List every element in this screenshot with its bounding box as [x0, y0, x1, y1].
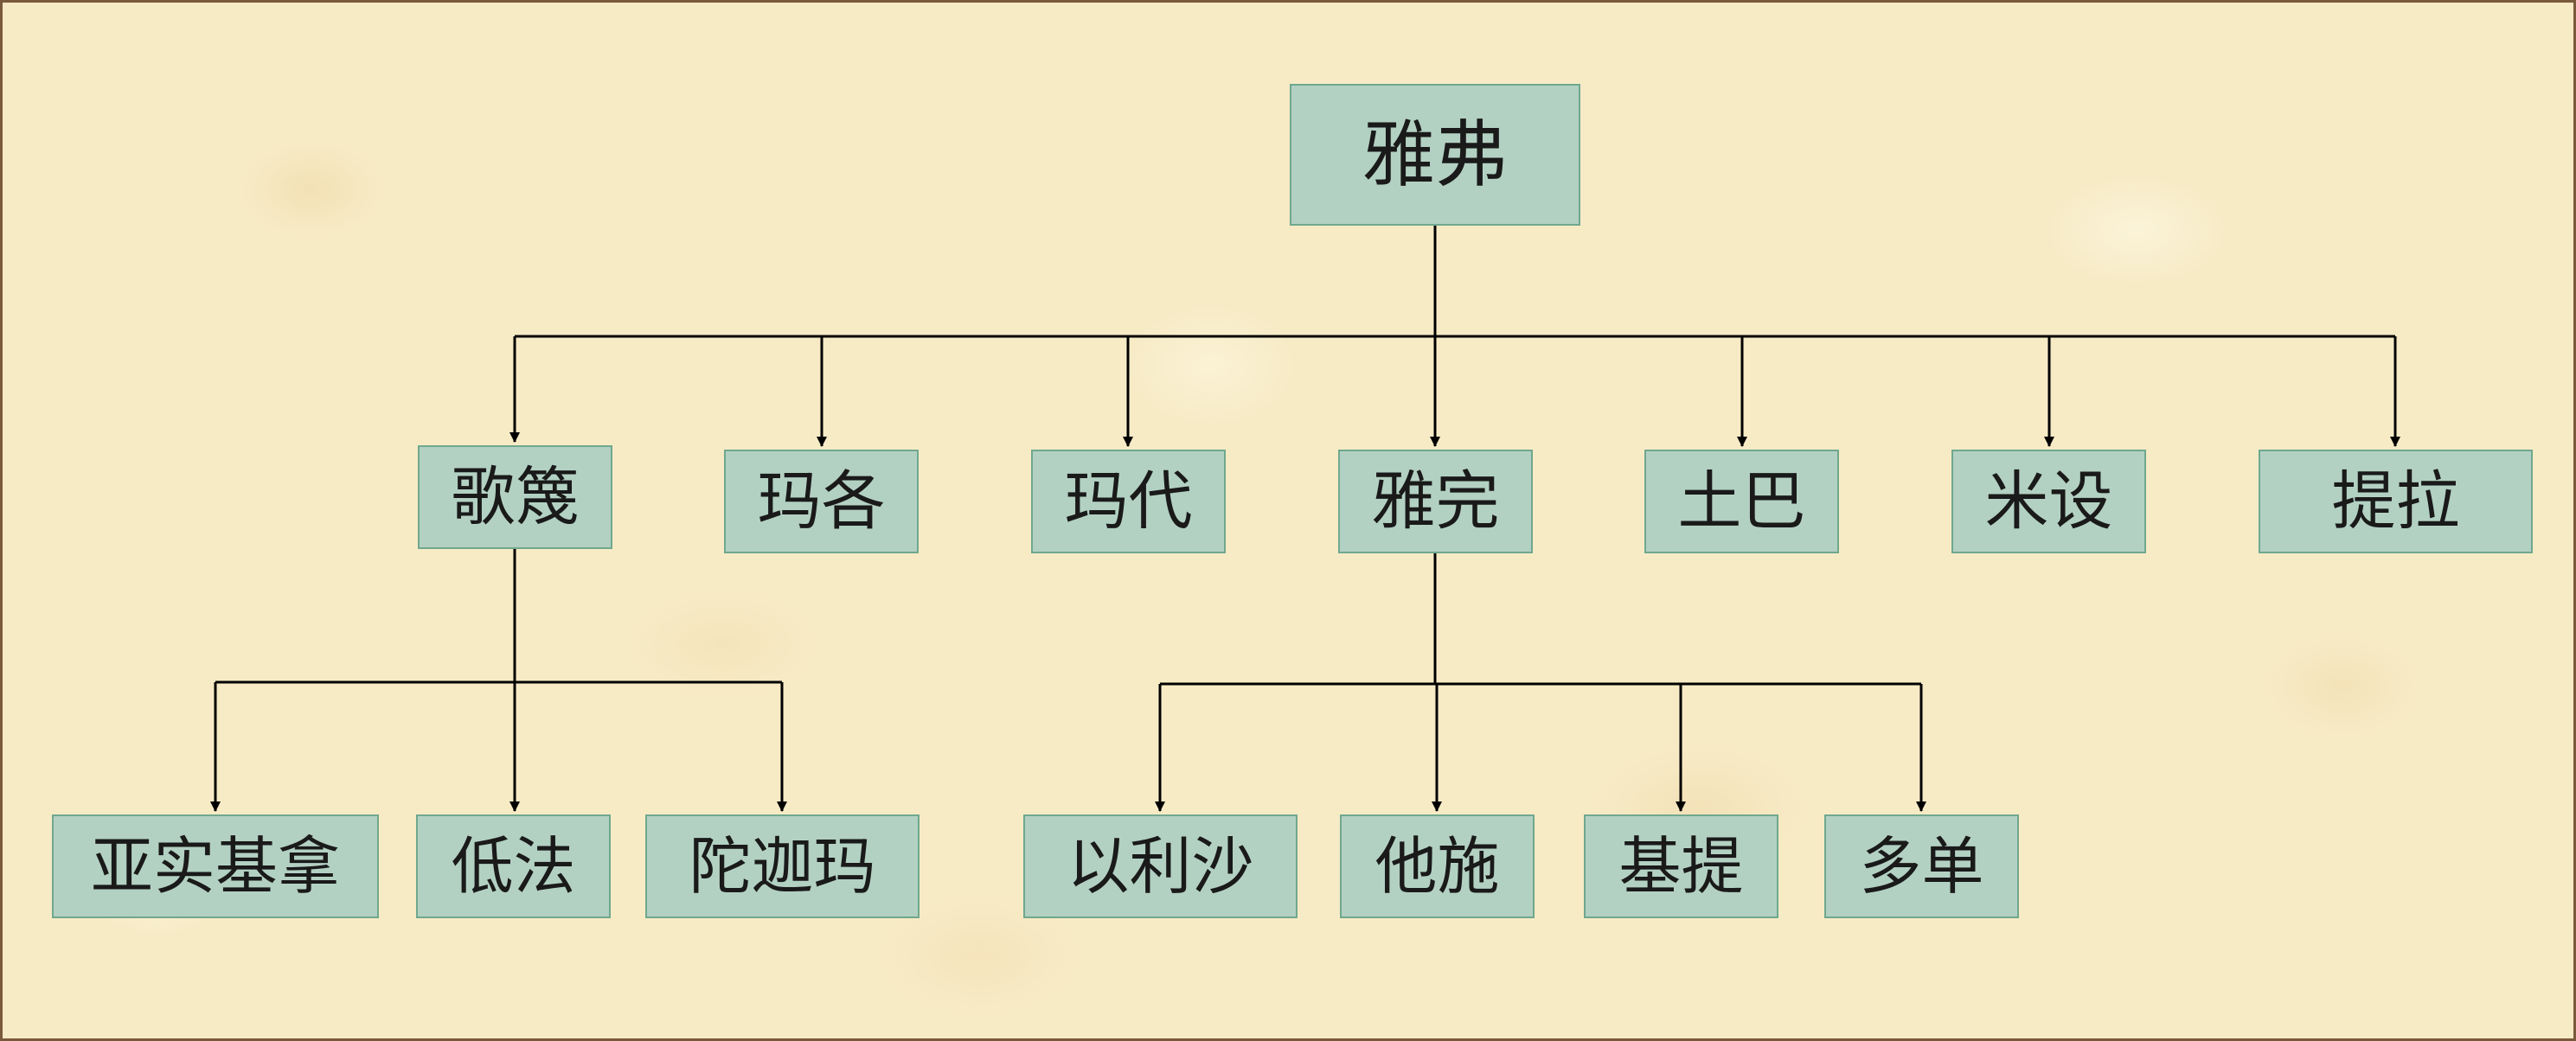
child-node-7-label: 提拉 — [2331, 464, 2460, 539]
grandchild-node-7-label: 多单 — [1859, 830, 1984, 903]
grandchild-node-3-label: 陀迦玛 — [689, 830, 876, 903]
child-node-4-label: 雅完 — [1371, 464, 1500, 539]
grandchild-node-1: 亚实基拿 — [52, 814, 379, 918]
child-node-1: 歌篾 — [418, 445, 612, 549]
grandchild-node-1-label: 亚实基拿 — [90, 830, 340, 903]
child-node-7: 提拉 — [2259, 450, 2533, 553]
child-node-2: 玛各 — [724, 450, 919, 553]
grandchild-node-7: 多单 — [1824, 814, 2019, 918]
child-node-6: 米设 — [1951, 450, 2146, 553]
child-node-3-label: 玛代 — [1064, 464, 1193, 539]
grandchild-node-5: 他施 — [1340, 814, 1535, 918]
grandchild-node-6-label: 基提 — [1618, 830, 1744, 903]
child-node-3: 玛代 — [1031, 450, 1226, 553]
grandchild-node-4-label: 以利沙 — [1067, 830, 1254, 903]
grandchild-node-6: 基提 — [1584, 814, 1778, 918]
root-node-label: 雅弗 — [1362, 112, 1508, 197]
child-node-2-label: 玛各 — [757, 464, 886, 539]
child-node-5-label: 土巴 — [1677, 464, 1806, 539]
connector-lines — [210, 226, 2400, 812]
grandchild-node-4: 以利沙 — [1023, 814, 1298, 918]
grandchild-node-2: 低法 — [416, 814, 611, 918]
grandchild-node-2-label: 低法 — [451, 830, 576, 903]
child-node-4: 雅完 — [1338, 450, 1533, 553]
root-node: 雅弗 — [1290, 84, 1580, 226]
grandchild-node-3: 陀迦玛 — [645, 814, 920, 918]
child-node-5: 土巴 — [1644, 450, 1839, 553]
grandchild-node-5-label: 他施 — [1375, 830, 1500, 903]
child-node-6-label: 米设 — [1984, 464, 2113, 539]
child-node-1-label: 歌篾 — [451, 460, 580, 534]
